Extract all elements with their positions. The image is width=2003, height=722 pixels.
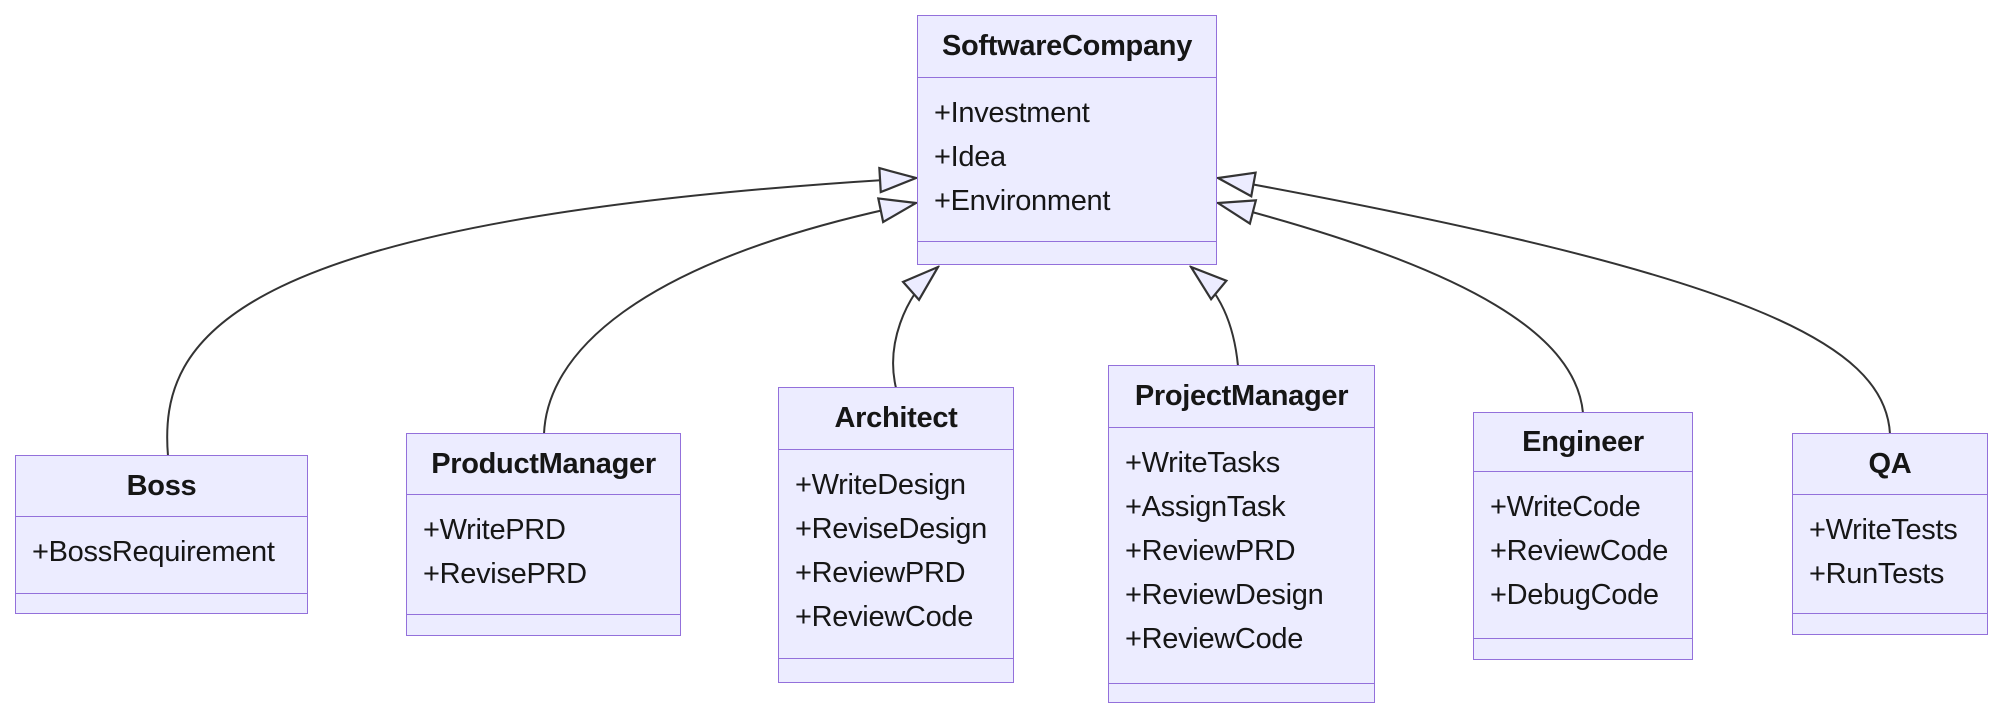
class-attribute: +WriteTasks bbox=[1125, 447, 1280, 479]
class-boss: Boss +BossRequirement bbox=[15, 455, 308, 614]
class-attribute: +WriteCode bbox=[1490, 491, 1641, 523]
class-attribute: +ReviseDesign bbox=[795, 513, 987, 545]
class-methods-empty bbox=[1109, 684, 1374, 702]
class-attribute: +DebugCode bbox=[1490, 579, 1659, 611]
edge-engineer-to-softwarecompany bbox=[1218, 203, 1584, 414]
class-attribute: +BossRequirement bbox=[32, 536, 275, 568]
class-attribute: +Environment bbox=[934, 185, 1111, 217]
class-productmanager: ProductManager +WritePRD +RevisePRD bbox=[406, 433, 681, 636]
edge-boss-to-softwarecompany bbox=[166, 178, 916, 457]
class-attribute: +Investment bbox=[934, 97, 1090, 129]
class-methods-empty bbox=[779, 659, 1013, 682]
class-name: QA bbox=[1868, 447, 1912, 480]
class-architect: Architect +WriteDesign +ReviseDesign +Re… bbox=[778, 387, 1014, 683]
class-name: Engineer bbox=[1522, 425, 1644, 458]
class-name: Boss bbox=[126, 469, 197, 502]
class-attribute: +RevisePRD bbox=[423, 558, 587, 590]
class-methods-empty bbox=[1474, 639, 1692, 659]
class-attribute: +AssignTask bbox=[1125, 491, 1286, 523]
class-attribute: +WriteDesign bbox=[795, 469, 966, 501]
class-attribute: +Idea bbox=[934, 141, 1006, 173]
class-attribute: +ReviewPRD bbox=[795, 557, 966, 589]
class-engineer: Engineer +WriteCode +ReviewCode +DebugCo… bbox=[1473, 412, 1693, 660]
class-attribute: +ReviewPRD bbox=[1125, 535, 1296, 567]
class-methods-empty bbox=[16, 594, 307, 613]
edge-qa-to-softwarecompany bbox=[1218, 178, 1891, 435]
class-softwarecompany: SoftwareCompany +Investment +Idea +Envir… bbox=[917, 15, 1217, 265]
class-attribute: +RunTests bbox=[1809, 558, 1945, 590]
class-attribute: +ReviewCode bbox=[1125, 623, 1304, 655]
edge-projectmanager-to-softwarecompany bbox=[1191, 267, 1239, 367]
edge-productmanager-to-softwarecompany bbox=[543, 203, 916, 435]
edge-architect-to-softwarecompany bbox=[892, 267, 938, 389]
class-name: ProjectManager bbox=[1134, 380, 1349, 412]
class-projectmanager: ProjectManager +WriteTasks +AssignTask +… bbox=[1108, 365, 1375, 703]
class-name: Architect bbox=[834, 402, 958, 434]
class-name: SoftwareCompany bbox=[941, 30, 1193, 62]
class-methods-empty bbox=[1793, 614, 1987, 634]
class-qa: QA +WriteTests +RunTests bbox=[1792, 433, 1988, 635]
class-attribute: +WriteTests bbox=[1809, 514, 1958, 546]
class-attribute: +WritePRD bbox=[423, 514, 566, 546]
class-attribute: +ReviewCode bbox=[795, 601, 974, 633]
class-methods-empty bbox=[918, 242, 1216, 264]
class-attribute: +ReviewCode bbox=[1490, 535, 1669, 567]
class-methods-empty bbox=[407, 615, 680, 635]
class-attribute: +ReviewDesign bbox=[1125, 579, 1324, 611]
class-name: ProductManager bbox=[431, 447, 656, 480]
